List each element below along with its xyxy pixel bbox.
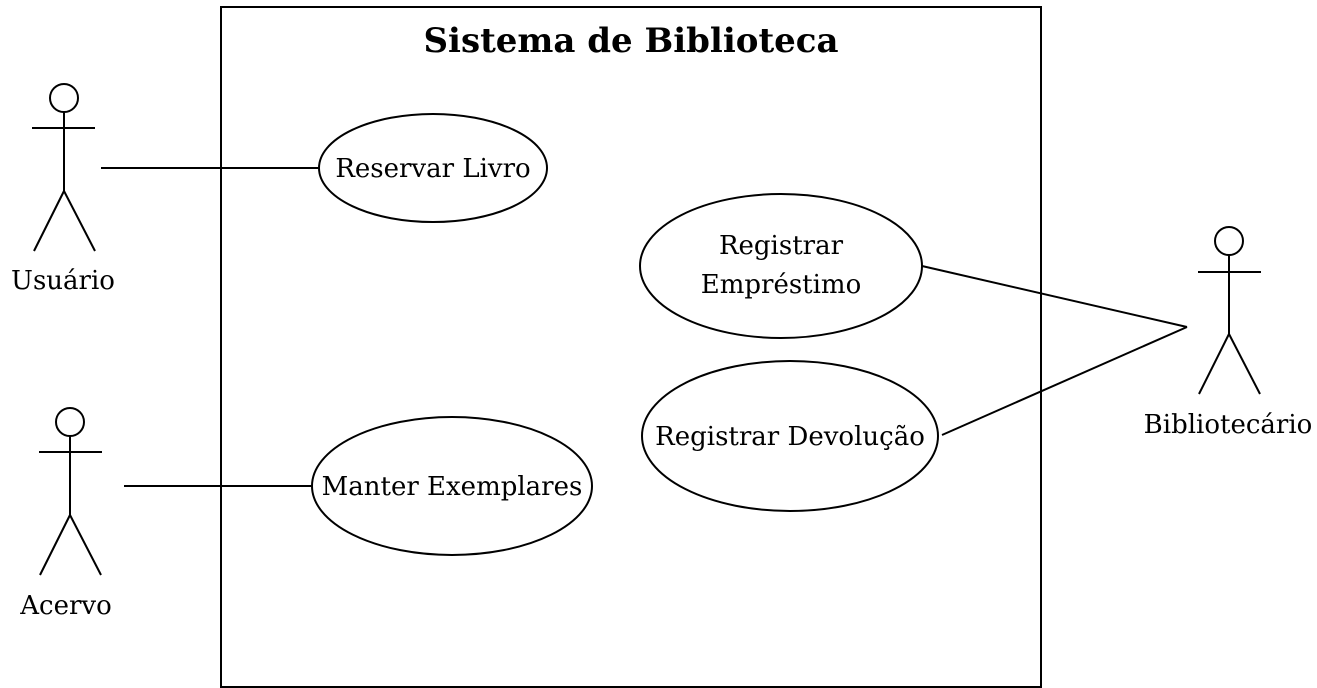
actor-usuario: Usuário <box>11 83 115 296</box>
use-case-label: Reservar Livro <box>335 154 530 184</box>
association-bibliotecario-emprestimo <box>921 265 1188 328</box>
use-case-label-line2: Empréstimo <box>701 270 862 300</box>
system-title: Sistema de Biblioteca <box>423 21 838 61</box>
use-case-label: Manter Exemplares <box>322 472 583 502</box>
use-case-label: Registrar Devolução <box>655 422 925 452</box>
use-case-registrar-emprestimo: Registrar Empréstimo <box>639 193 923 339</box>
actor-acervo: Acervo <box>19 407 112 621</box>
association-bibliotecario-devolucao <box>941 326 1188 436</box>
actor-bibliotecario: Bibliotecário <box>1144 226 1313 440</box>
actor-label: Acervo <box>19 591 112 621</box>
use-case-label-line1: Registrar <box>719 231 844 261</box>
system-boundary <box>220 6 1042 688</box>
actor-label: Usuário <box>11 266 115 296</box>
actor-label: Bibliotecário <box>1144 410 1313 440</box>
use-case-registrar-devolucao: Registrar Devolução <box>641 360 939 512</box>
use-case-reservar-livro: Reservar Livro <box>318 113 548 223</box>
use-case-manter-exemplares: Manter Exemplares <box>311 416 593 556</box>
